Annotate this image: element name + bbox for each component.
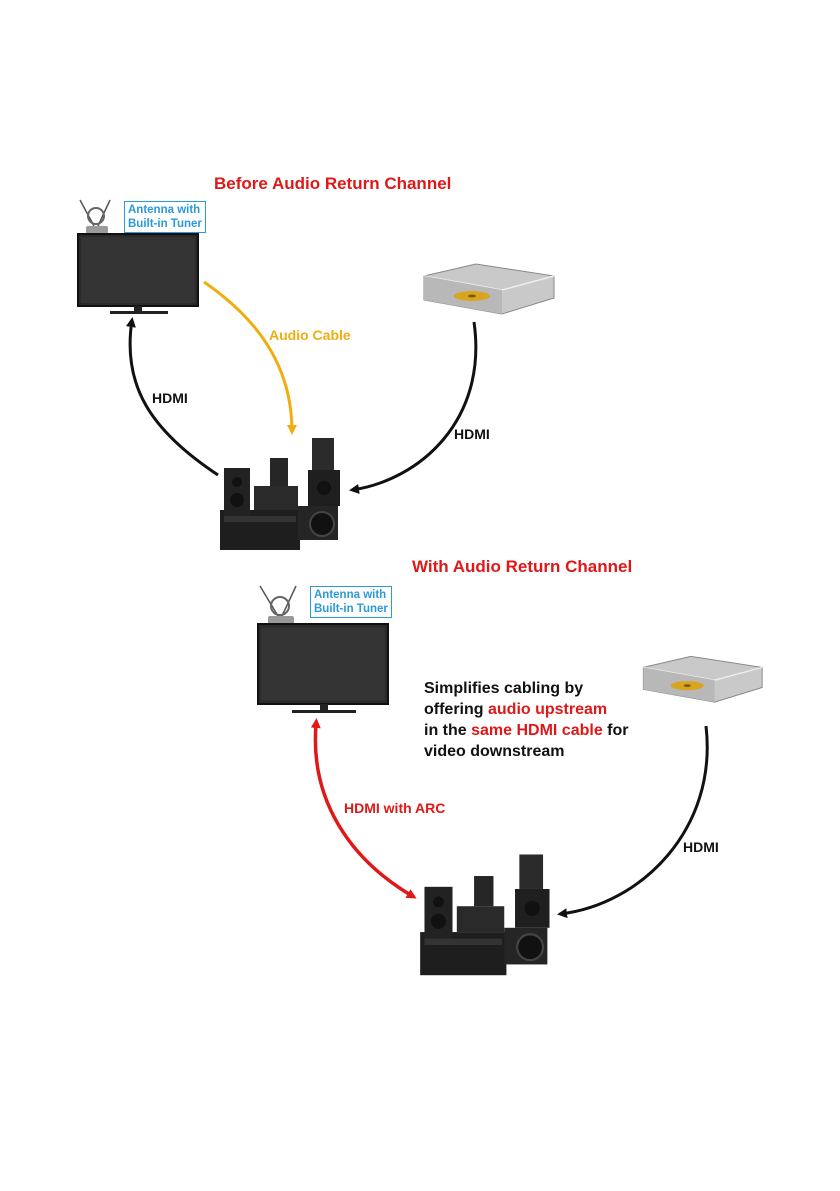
note-text: offering [424, 701, 488, 718]
home-theater-receiver-icon [218, 436, 346, 556]
bottom-section-title: With Audio Return Channel [412, 557, 632, 577]
note-line: video downstream [424, 741, 629, 762]
note-line: Simplifies cabling by [424, 678, 629, 699]
audio-cable-wire [204, 282, 292, 432]
note-text: for [603, 722, 629, 739]
note-line: in the same HDMI cable for [424, 720, 629, 741]
top-section-title: Before Audio Return Channel [214, 174, 451, 194]
dvd-player-icon [416, 262, 556, 322]
audio-cable-label: Audio Cable [269, 327, 351, 343]
hdmi-arc-label: HDMI with ARC [344, 800, 445, 816]
arc-benefit-note: Simplifies cabling by offering audio ups… [424, 678, 629, 762]
hdmi-label-player-top: HDMI [454, 426, 490, 442]
antenna-label-line: Antenna with [128, 203, 202, 217]
antenna-label-line: Antenna with [314, 588, 388, 602]
dvd-player-icon [636, 652, 764, 712]
home-theater-receiver-icon [418, 852, 556, 982]
hdmi-wire-player-top [352, 322, 476, 490]
antenna-label-box-top: Antenna with Built-in Tuner [124, 201, 206, 233]
note-highlight-audio-upstream: audio upstream [488, 701, 607, 718]
antenna-label-line: Built-in Tuner [128, 217, 202, 231]
hdmi-label-player-bottom: HDMI [683, 839, 719, 855]
note-highlight-same-hdmi-cable: same HDMI cable [471, 722, 603, 739]
antenna-label-line: Built-in Tuner [314, 602, 388, 616]
note-line: offering audio upstream [424, 699, 629, 720]
antenna-label-box-bottom: Antenna with Built-in Tuner [310, 586, 392, 618]
hdmi-label-tv-top: HDMI [152, 390, 188, 406]
note-text: in the [424, 722, 471, 739]
